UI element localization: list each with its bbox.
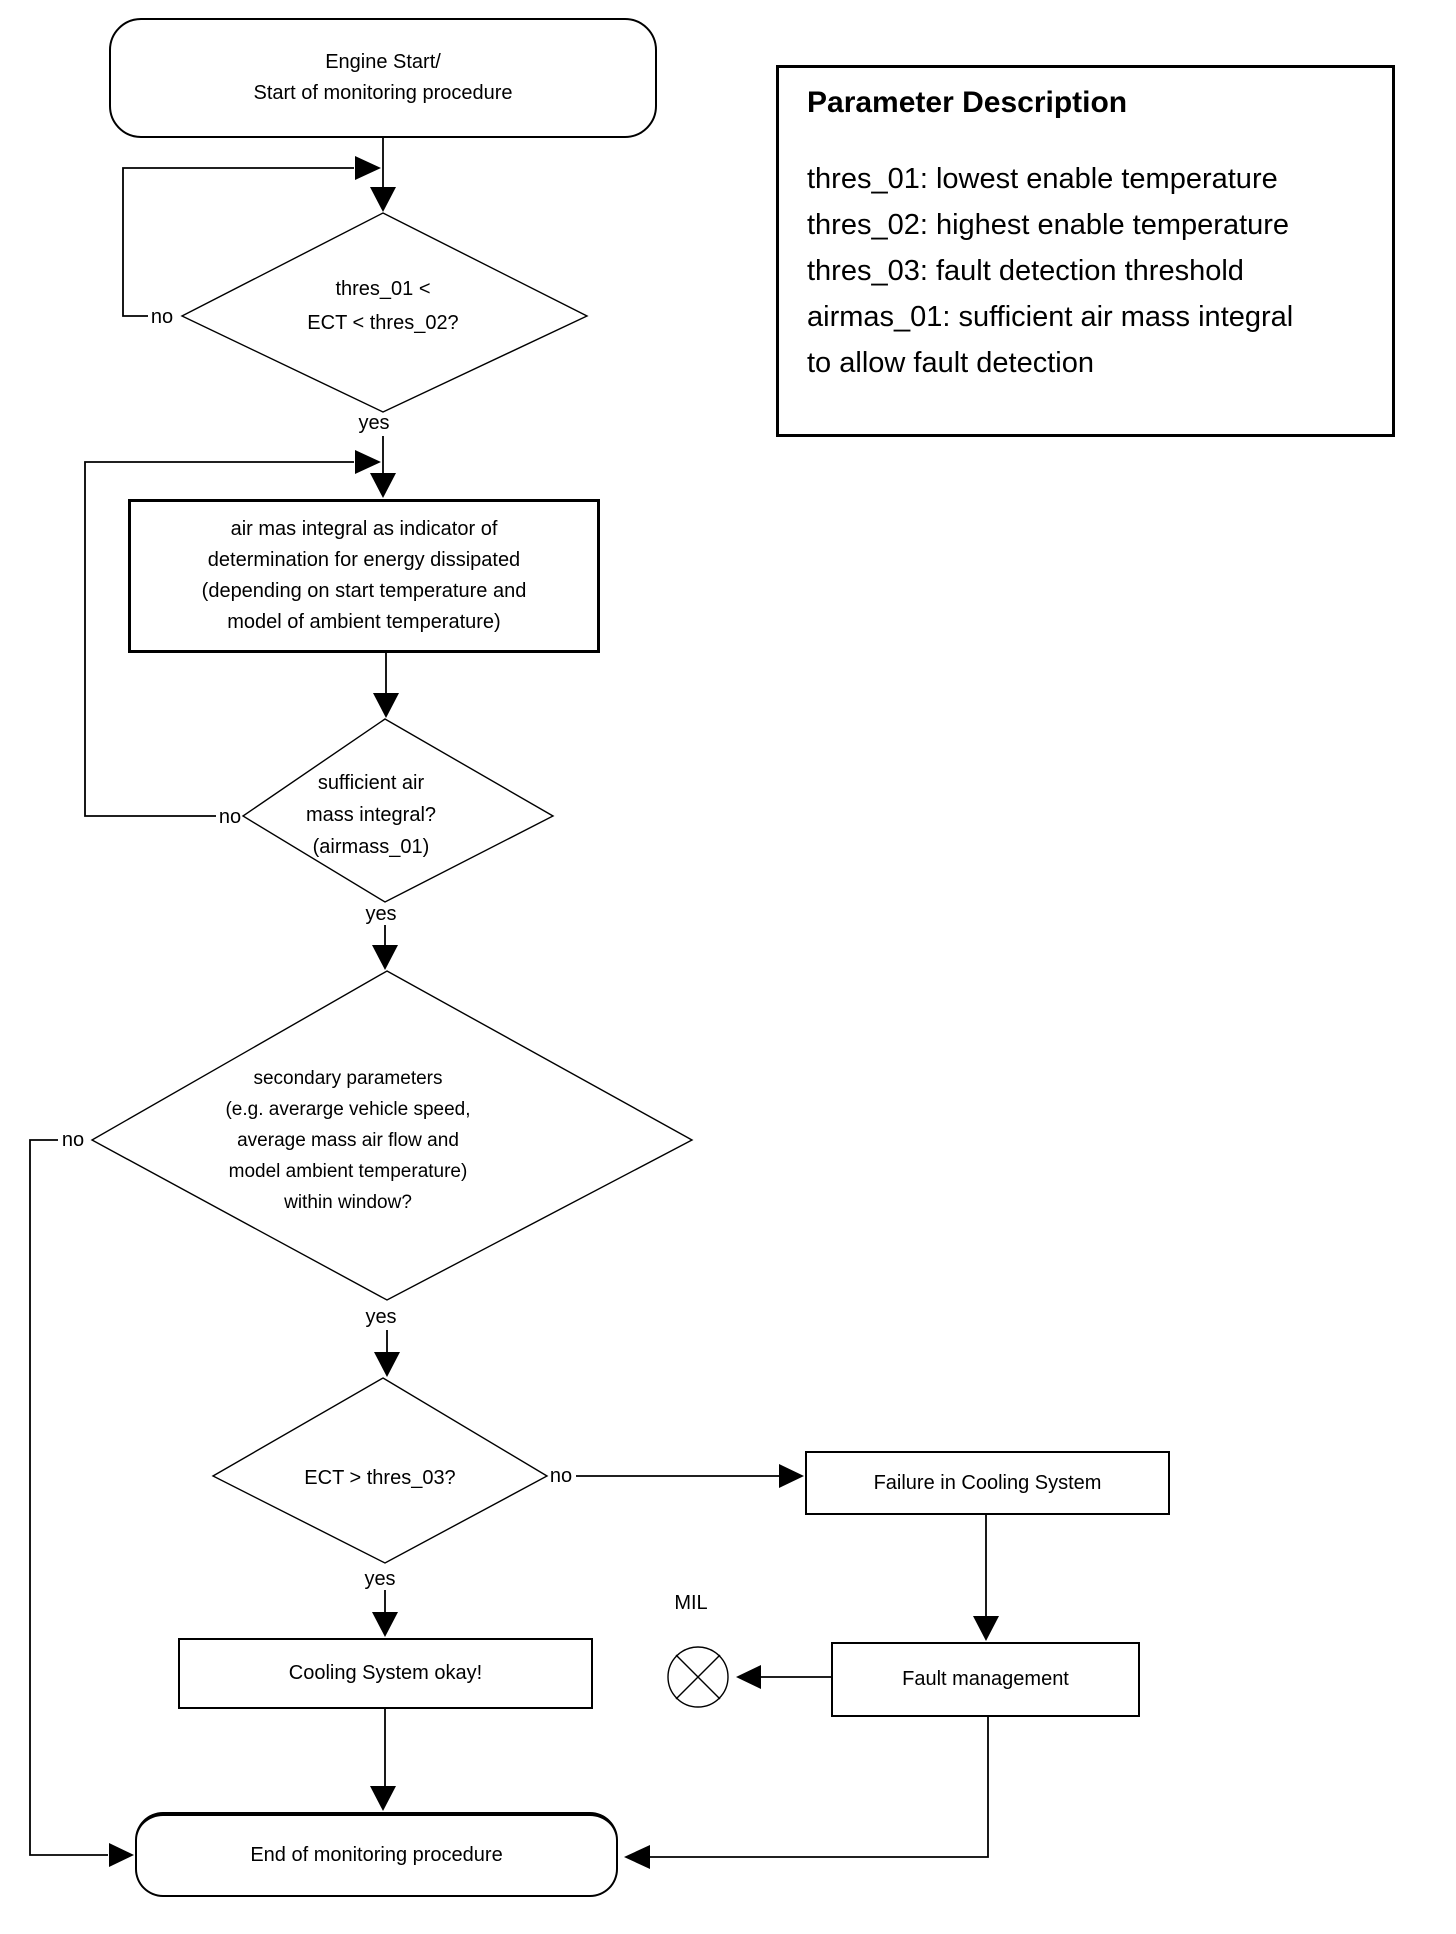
arrowhead-into-mil [736,1665,761,1689]
arrowhead-end-right [624,1845,650,1869]
decision1-no-label: no [150,306,174,328]
fault-management-box: Fault management [831,1642,1140,1717]
decision1-yes-label: yes [358,412,390,434]
failure-in-cooling-system-box: Failure in Cooling System [805,1451,1170,1515]
arrowhead-merge-top [355,156,381,180]
decision-fault-diamond [211,1377,549,1564]
decision4-no-label: no [549,1465,573,1487]
end-terminator: End of monitoring procedure [135,1812,618,1897]
process-air-mass-integral: air mas integral as indicator of determi… [128,499,600,653]
arrowhead-into-decision4 [374,1352,400,1377]
cooling-system-okay-box: Cooling System okay! [178,1638,593,1709]
start-terminator: Engine Start/ Start of monitoring proced… [109,18,657,138]
decision-fault-label: ECT > thres_03? [304,1467,456,1489]
arrowhead-merge-process [355,450,381,474]
arrowhead-into-decision2 [373,693,399,718]
decision3-no-label: no [61,1129,85,1151]
arrowhead-into-fault [973,1616,999,1641]
arrowhead-into-end-left [109,1843,134,1867]
decision-secondary-label: secondary parameters (e.g. averarge vehi… [225,1068,471,1213]
arrowhead-into-end-top [370,1786,396,1811]
failure-label: Failure in Cooling System [873,1471,1102,1494]
arrowhead-into-cooling [372,1612,398,1637]
decision2-no-label: no [218,806,242,828]
connector-decision1-no-loop [122,167,354,317]
arrowhead-into-process [370,473,396,498]
arrowhead-into-decision3 [372,945,398,970]
parameter-description-box: Parameter Description thres_01: lowest e… [776,65,1395,437]
parameter-description-body: thres_01: lowest enable temperature thre… [807,163,1294,379]
end-label: End of monitoring procedure [250,1844,503,1866]
parameter-description-title: Parameter Description [807,86,1128,119]
start-label: Engine Start/ Start of monitoring proced… [253,51,513,104]
mil-indicator-icon [667,1646,729,1708]
connector-fault-to-end [650,1717,989,1858]
decision3-yes-label: yes [365,1306,397,1328]
arrowhead-into-decision1 [370,187,396,212]
arrowhead-into-failure [779,1464,804,1488]
decision-air-mass-diamond [241,718,555,903]
decision2-yes-label: yes [365,903,397,925]
connector-decision3-no [29,1139,108,1856]
decision-enable-temp-diamond [180,212,589,413]
process-air-mass-label: air mas integral as indicator of determi… [201,518,527,633]
mil-text-label: MIL [674,1592,708,1614]
decision-enable-temp-label: thres_01 < ECT < thres_02? [307,278,459,334]
arrowheads [109,156,999,1869]
cooling-okay-label: Cooling System okay! [288,1662,483,1684]
decision4-yes-label: yes [364,1568,396,1590]
connector-decision2-no-loop [84,461,354,817]
decision-secondary-diamond [90,970,694,1301]
decision-air-mass-label: sufficient air mass integral? (airmass_0… [305,772,437,858]
fault-management-label: Fault management [902,1668,1069,1690]
